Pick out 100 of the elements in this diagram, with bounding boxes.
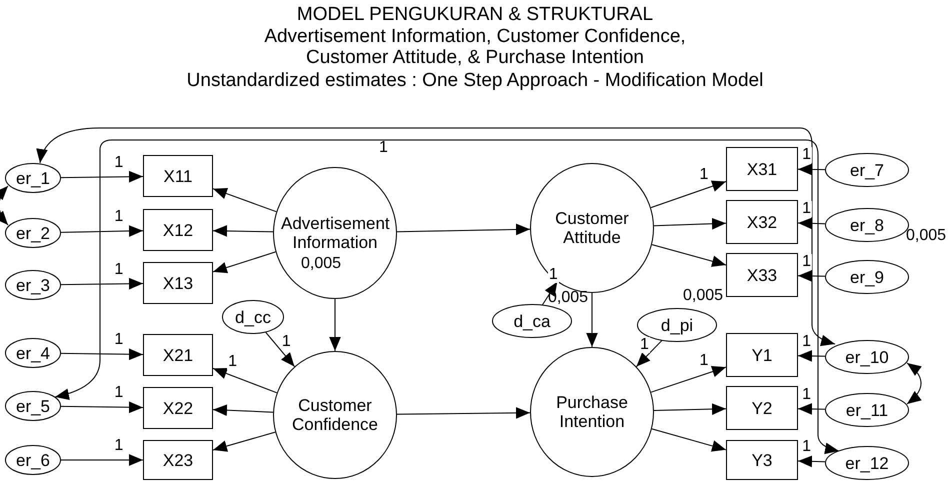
- estimate-value: 1: [378, 140, 389, 156]
- subtitle: Unstandardized estimates : One Step Approach - Modification Model: [186, 70, 764, 91]
- arrow: [652, 244, 726, 267]
- arrow: [651, 428, 726, 452]
- node-label: er_8: [850, 216, 884, 234]
- error-term-ellipse: [825, 446, 909, 480]
- node-label: Y1: [752, 346, 772, 364]
- node-label: er_9: [850, 268, 884, 286]
- arrow: [60, 348, 144, 360]
- arrow: [212, 404, 274, 416]
- error-term-ellipse: [5, 445, 61, 475]
- error-term-ellipse: [5, 218, 61, 248]
- latent-variable-ellipse: [530, 347, 654, 477]
- node-label: X33: [746, 266, 778, 284]
- node-label: X12: [162, 220, 194, 240]
- arrow: [650, 180, 726, 208]
- arrow: [798, 270, 826, 282]
- indicator-box: [143, 334, 213, 376]
- arrow: [60, 401, 144, 414]
- indicator-box: [726, 440, 798, 480]
- node-label: er_2: [16, 224, 50, 242]
- node-label: er_11: [846, 400, 888, 420]
- error-term-ellipse: [825, 393, 909, 427]
- error-term-ellipse: [825, 153, 909, 187]
- latent-variable-ellipse: [273, 167, 397, 299]
- arrow: [396, 224, 530, 236]
- error-term-ellipse: [5, 270, 61, 300]
- edge-label: 1: [227, 354, 238, 370]
- arrow: [654, 403, 726, 415]
- node-label: er_6: [16, 450, 50, 470]
- node-label: d_pi: [660, 316, 694, 334]
- edge-label: 1: [548, 266, 559, 283]
- arrow: [798, 350, 826, 362]
- node-label: Y3: [752, 450, 772, 470]
- indicator-box: [726, 147, 798, 191]
- arrow: [329, 298, 341, 352]
- edge-label: 1: [801, 254, 812, 270]
- edge-label: 1: [801, 147, 812, 164]
- node-label: X31: [746, 160, 778, 178]
- error-term-ellipse: [825, 340, 909, 374]
- node-label: er_1: [16, 168, 50, 188]
- node-label: er_7: [850, 160, 884, 180]
- node-label: Customer Attitude: [554, 209, 630, 247]
- node-label: X21: [162, 346, 194, 364]
- arrow: [60, 454, 144, 466]
- node-label: X22: [162, 398, 194, 418]
- estimate-value: 0,005: [682, 288, 724, 304]
- arrow: [37, 128, 836, 346]
- indicator-box: [143, 155, 213, 197]
- error-term-ellipse: [825, 260, 909, 294]
- arrow: [265, 332, 295, 368]
- arrow: [0, 186, 8, 226]
- arrow: [650, 366, 726, 393]
- indicator-box: [726, 386, 798, 430]
- arrow: [906, 362, 922, 404]
- node-label: X23: [162, 450, 194, 470]
- node-label: X32: [746, 212, 778, 232]
- arrow: [212, 432, 276, 452]
- arrow: [798, 218, 826, 230]
- error-term-ellipse: [5, 163, 61, 193]
- node-label: er_5: [16, 396, 50, 416]
- node-label: er_3: [16, 276, 50, 294]
- arrow: [212, 368, 278, 394]
- estimate-value: 0,005: [905, 228, 948, 244]
- edge-label: 1: [638, 336, 650, 353]
- diagram-title: MODEL PENGUKURAN & STRUKTURAL: [296, 4, 654, 25]
- subtitle: Advertisement Information, Customer Confidence, Customer Attitude, & Purchase Intention: [263, 26, 687, 68]
- edge-label: 1: [801, 201, 812, 218]
- arrow: [586, 292, 598, 348]
- arrow: [60, 170, 144, 183]
- arrow: [542, 281, 558, 306]
- node-label: er_10: [845, 348, 889, 366]
- node-label: Purchase Intention: [555, 393, 629, 431]
- indicator-box: [726, 200, 798, 244]
- estimate-value: 0,005: [300, 256, 342, 272]
- edge-label: 1: [280, 334, 292, 350]
- arrow: [798, 164, 826, 176]
- arrow: [636, 340, 662, 368]
- node-label: Y2: [752, 398, 772, 418]
- indicator-box: [143, 387, 213, 429]
- node-label: Advertisement Information: [281, 214, 389, 252]
- node-label: d_cc: [235, 308, 271, 326]
- arrow: [798, 403, 826, 415]
- error-term-ellipse: [5, 338, 61, 368]
- indicator-box: [143, 209, 213, 251]
- arrow: [60, 225, 144, 237]
- arrow: [60, 278, 144, 290]
- node-label: d_ca: [514, 312, 550, 330]
- node-label: X13: [162, 274, 194, 292]
- indicator-box: [143, 262, 213, 304]
- node-label: Customer Confidence: [290, 396, 379, 434]
- arrow: [396, 407, 530, 419]
- latent-variable-ellipse: [273, 351, 397, 479]
- node-label: X11: [164, 166, 192, 186]
- arrow: [212, 251, 276, 274]
- arrow: [54, 140, 840, 454]
- node-label: er_12: [845, 454, 889, 472]
- indicator-box: [143, 440, 213, 480]
- error-term-ellipse: [222, 300, 284, 334]
- error-term-ellipse: [492, 304, 572, 338]
